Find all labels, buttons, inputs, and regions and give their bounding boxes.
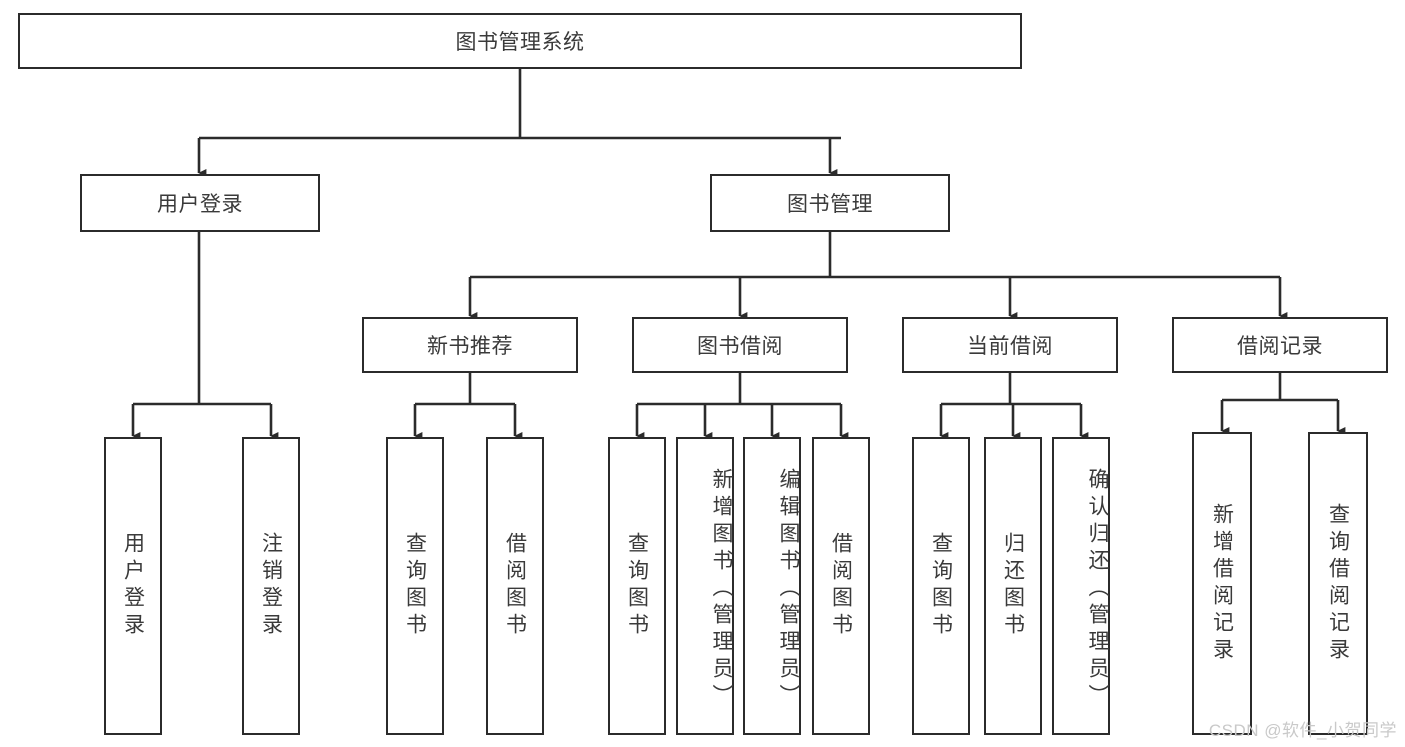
node-leaf-borrow-book-1[interactable]: 借阅图书 bbox=[486, 437, 544, 735]
node-label: 注销登录 bbox=[259, 532, 283, 640]
node-user-login[interactable]: 用户登录 bbox=[80, 174, 320, 232]
node-label: 新书推荐 bbox=[427, 335, 513, 358]
node-leaf-return-book[interactable]: 归还图书 bbox=[984, 437, 1042, 735]
node-leaf-user-logout[interactable]: 注销登录 bbox=[242, 437, 300, 735]
node-label: 查询图书 bbox=[625, 532, 649, 640]
node-label: 图书管理系统 bbox=[455, 31, 585, 54]
node-label: 用户登录 bbox=[121, 532, 145, 640]
node-leaf-confirm-return[interactable]: 确认归还（管理员） bbox=[1052, 437, 1110, 735]
node-label: 图书管理 bbox=[787, 193, 873, 216]
node-leaf-add-book[interactable]: 新增图书（管理员） bbox=[676, 437, 734, 735]
node-leaf-add-record[interactable]: 新增借阅记录 bbox=[1192, 432, 1252, 735]
node-label: 借阅图书 bbox=[503, 532, 527, 640]
node-label: 归还图书 bbox=[1001, 532, 1025, 640]
node-label: 编辑图书（管理员） bbox=[777, 467, 800, 711]
node-current-borrow[interactable]: 当前借阅 bbox=[902, 317, 1118, 373]
node-new-book-recommend[interactable]: 新书推荐 bbox=[362, 317, 578, 373]
node-leaf-query-book-1[interactable]: 查询图书 bbox=[386, 437, 444, 735]
node-label: 借阅记录 bbox=[1237, 335, 1323, 358]
csdn-watermark: CSDN @软件_小贺同学 bbox=[1208, 721, 1397, 740]
node-root-system[interactable]: 图书管理系统 bbox=[18, 13, 1022, 69]
node-label: 新增图书（管理员） bbox=[710, 467, 733, 711]
node-label: 查询借阅记录 bbox=[1326, 502, 1350, 665]
node-label: 确认归还（管理员） bbox=[1086, 467, 1109, 711]
node-label: 借阅图书 bbox=[829, 532, 853, 640]
node-leaf-user-login[interactable]: 用户登录 bbox=[104, 437, 162, 735]
node-leaf-query-book-2[interactable]: 查询图书 bbox=[608, 437, 666, 735]
node-label: 当前借阅 bbox=[967, 335, 1053, 358]
node-book-manage[interactable]: 图书管理 bbox=[710, 174, 950, 232]
node-label: 图书借阅 bbox=[697, 335, 783, 358]
node-leaf-edit-book[interactable]: 编辑图书（管理员） bbox=[743, 437, 801, 735]
node-borrow-record[interactable]: 借阅记录 bbox=[1172, 317, 1388, 373]
node-label: 新增借阅记录 bbox=[1210, 502, 1234, 665]
node-book-borrow[interactable]: 图书借阅 bbox=[632, 317, 848, 373]
node-leaf-query-record[interactable]: 查询借阅记录 bbox=[1308, 432, 1368, 735]
node-leaf-query-book-3[interactable]: 查询图书 bbox=[912, 437, 970, 735]
node-leaf-borrow-book-2[interactable]: 借阅图书 bbox=[812, 437, 870, 735]
node-label: 用户登录 bbox=[157, 193, 243, 216]
node-label: 查询图书 bbox=[403, 532, 427, 640]
node-label: 查询图书 bbox=[929, 532, 953, 640]
